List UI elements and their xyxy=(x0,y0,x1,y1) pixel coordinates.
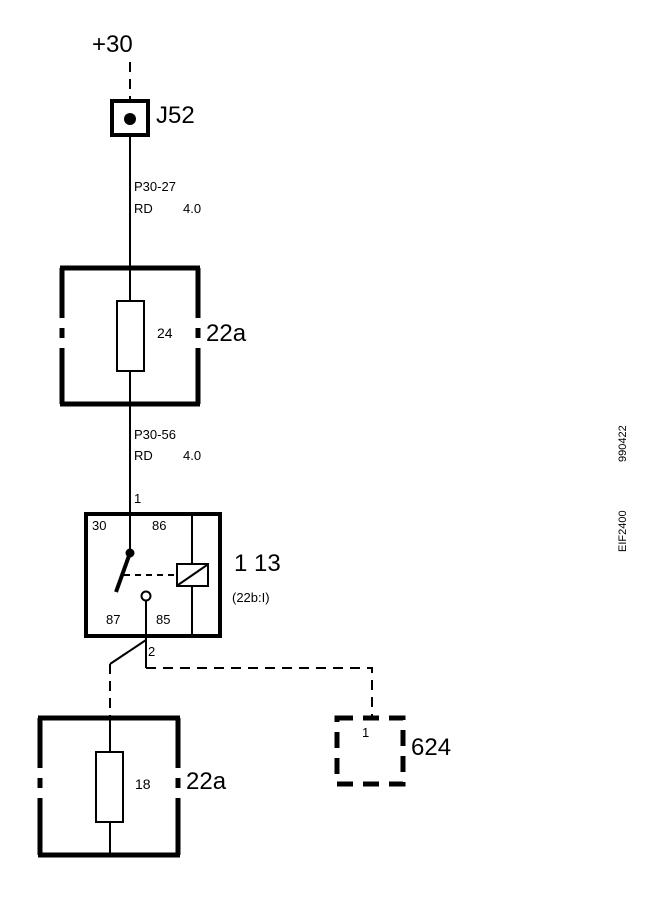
connector-j52-dot xyxy=(124,113,136,125)
component-624-label: 624 xyxy=(411,734,451,761)
wire-middle-code: P30-56 xyxy=(134,427,176,442)
fuse-24-number: 24 xyxy=(157,325,173,341)
relay-contact-arm xyxy=(114,552,132,593)
fuse-18 xyxy=(95,751,124,823)
connector-j52-label: J52 xyxy=(156,102,195,129)
wire-middle-color: RD xyxy=(134,448,153,463)
relay-pin-out: 2 xyxy=(148,644,155,659)
component-624-box xyxy=(334,715,406,787)
relay-terminal-87: 87 xyxy=(106,612,120,627)
wire-middle-size: 4.0 xyxy=(183,448,201,463)
wire-top-color: RD xyxy=(134,201,153,216)
relay-sublabel: (22b:I) xyxy=(232,590,270,605)
relay-label: 1 13 xyxy=(234,550,281,577)
wire-top-code: P30-27 xyxy=(134,179,176,194)
relay-box xyxy=(84,512,222,638)
side-id-code: EIF2400 xyxy=(617,510,629,552)
relay-terminal-85: 85 xyxy=(156,612,170,627)
dashed-to-624 xyxy=(146,667,373,718)
component-624-pin: 1 xyxy=(362,725,369,740)
fuse-24 xyxy=(116,300,145,372)
relay-coil-slash xyxy=(177,564,208,586)
relay-branch-diagonal xyxy=(109,639,147,665)
supply-label: +30 xyxy=(92,31,133,58)
fuse-18-number: 18 xyxy=(135,776,151,792)
relay-terminal-30: 30 xyxy=(92,518,106,533)
fusebox-top-label: 22a xyxy=(206,320,247,347)
side-ref-code: 990422 xyxy=(617,425,629,462)
relay-pin-in: 1 xyxy=(134,491,141,506)
relay-terminal-86: 86 xyxy=(152,518,166,533)
relay-contact-87-terminal xyxy=(140,590,152,602)
fusebox-bottom-label: 22a xyxy=(186,768,227,795)
wire-top-size: 4.0 xyxy=(183,201,201,216)
